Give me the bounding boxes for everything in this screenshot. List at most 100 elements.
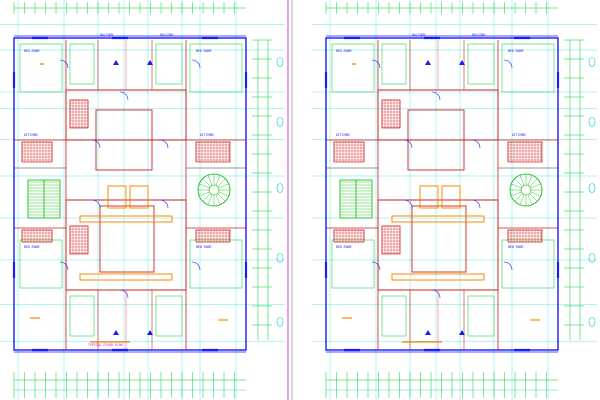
stair-tread — [207, 175, 213, 186]
stair-tread — [215, 175, 221, 186]
door-swing-icon — [91, 139, 101, 149]
room-tag: BED ROOM — [24, 49, 39, 53]
wet-area-hatch — [507, 141, 543, 163]
core-wall — [99, 205, 155, 273]
column-marker-icon — [276, 117, 284, 127]
stair-tread — [527, 194, 533, 205]
door-swing-icon — [119, 91, 129, 101]
stair-tread — [202, 178, 211, 187]
door-swing-icon — [503, 261, 513, 271]
core-wall — [65, 199, 187, 291]
stair-tread — [217, 193, 226, 202]
section-arrow-icon — [113, 60, 119, 65]
column-marker-icon — [588, 183, 596, 193]
door-swing-icon — [59, 261, 69, 271]
stair-tread — [207, 194, 213, 205]
column-marker-icon — [588, 117, 596, 127]
room-tag: BALCONY — [100, 33, 114, 37]
core-wall — [377, 199, 499, 291]
stair-tread — [202, 193, 211, 202]
stair-tread — [530, 191, 541, 197]
stair-tread — [511, 191, 522, 197]
section-arrow-icon — [147, 60, 153, 65]
room-tag: BED ROOM — [24, 245, 39, 249]
core-wall — [411, 205, 467, 273]
stair-tread — [514, 193, 523, 202]
lift-lobby — [391, 215, 485, 223]
stair-tread — [217, 178, 226, 187]
room-tag: BED ROOM — [508, 245, 523, 249]
door-swing-icon — [403, 199, 413, 209]
column-marker-icon — [276, 253, 284, 263]
room-outline — [501, 239, 555, 289]
door-swing-icon — [503, 59, 513, 69]
door-swing-icon — [403, 139, 413, 149]
wet-area-hatch — [381, 225, 401, 255]
room-outline — [69, 295, 95, 337]
room-outline — [19, 43, 63, 93]
door-swing-icon — [371, 59, 381, 69]
door-swing-icon — [191, 59, 201, 69]
door-swing-icon — [191, 261, 201, 271]
room-outline — [155, 295, 183, 337]
core-wall — [95, 109, 153, 171]
wet-area-hatch — [381, 99, 401, 129]
section-arrow-icon — [459, 330, 465, 335]
room-tag: BED ROOM — [336, 245, 351, 249]
stair-tread — [530, 183, 541, 189]
stair-tread — [527, 175, 533, 186]
room-outline — [381, 43, 407, 85]
wet-area-hatch — [21, 229, 53, 243]
door-swing-icon — [371, 261, 381, 271]
door-swing-icon — [159, 139, 169, 149]
wardrobe — [419, 185, 439, 209]
outer-wall — [13, 37, 247, 351]
room-outline — [331, 239, 375, 289]
column-marker-icon — [276, 183, 284, 193]
door-swing-icon — [471, 139, 481, 149]
room-outline — [155, 43, 183, 85]
section-arrow-icon — [113, 330, 119, 335]
section-arrow-icon — [459, 60, 465, 65]
stair-icon — [339, 179, 373, 219]
room-tag: KITCHEN — [200, 133, 214, 137]
room-tag: KITCHEN — [512, 133, 526, 137]
stair-tread — [529, 178, 538, 187]
stair-tread — [519, 194, 525, 205]
plan-title: TYPICAL FLOOR PLAN — [88, 343, 123, 347]
wet-area-hatch — [333, 141, 365, 163]
stair-tread — [511, 183, 522, 189]
door-swing-icon — [119, 289, 129, 299]
room-outline — [69, 43, 95, 85]
stair-tread — [199, 191, 210, 197]
room-tag: BED ROOM — [508, 49, 523, 53]
room-outline — [331, 43, 375, 93]
room-outline — [19, 239, 63, 289]
column-marker-icon — [588, 253, 596, 263]
wet-area-hatch — [69, 99, 89, 129]
wet-area-hatch — [333, 229, 365, 243]
section-arrow-icon — [425, 60, 431, 65]
section-arrow-icon — [425, 330, 431, 335]
door-swing-icon — [431, 289, 441, 299]
room-tag: BED ROOM — [196, 245, 211, 249]
room-tag: BED ROOM — [336, 49, 351, 53]
room-outline — [467, 295, 495, 337]
stair-tread — [218, 191, 229, 197]
stair-icon — [509, 173, 543, 207]
core-wall — [407, 109, 465, 171]
wardrobe — [107, 185, 127, 209]
column-marker-icon — [276, 57, 284, 67]
room-outline — [501, 43, 555, 93]
lift-lobby — [391, 273, 485, 281]
room-outline — [189, 43, 243, 93]
door-swing-icon — [59, 59, 69, 69]
room-tag: BED ROOM — [196, 49, 211, 53]
spiral-stair-core — [208, 184, 220, 196]
wet-area-hatch — [21, 141, 53, 163]
room-outline — [189, 239, 243, 289]
column-marker-icon — [276, 317, 284, 327]
